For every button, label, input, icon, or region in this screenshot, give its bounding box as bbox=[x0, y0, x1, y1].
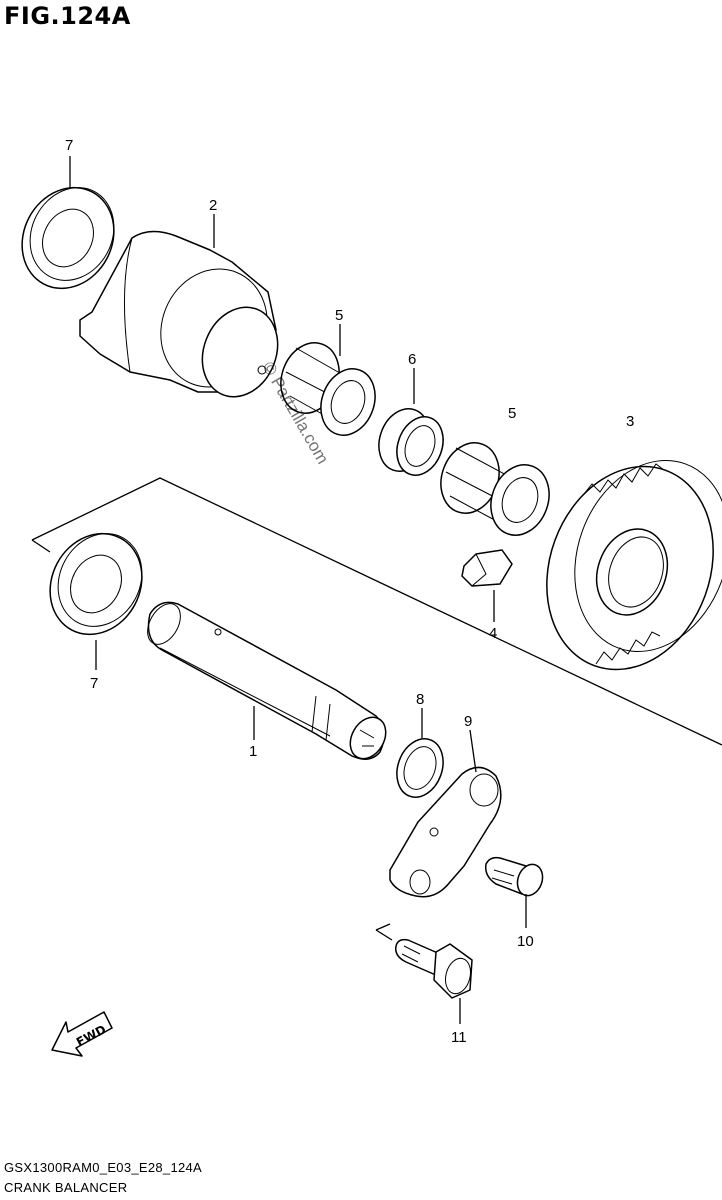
callout-8[interactable]: 8 bbox=[416, 691, 424, 708]
callout-5-lower[interactable]: 5 bbox=[508, 405, 516, 422]
callout-6[interactable]: 6 bbox=[408, 351, 416, 368]
spacer-ring[interactable] bbox=[371, 402, 451, 482]
oil-seal-lower[interactable] bbox=[33, 517, 160, 650]
diagram-code: GSX1300RAM0_E03_E28_124A bbox=[4, 1160, 203, 1175]
balancer-lever[interactable] bbox=[389, 766, 502, 898]
washer-ring[interactable] bbox=[389, 732, 451, 803]
callout-3[interactable]: 3 bbox=[626, 413, 634, 430]
assembly-frame bbox=[31, 477, 722, 941]
figure-title: FIG.124A bbox=[4, 2, 131, 30]
bolt-long[interactable] bbox=[394, 938, 475, 999]
callout-5-upper[interactable]: 5 bbox=[335, 307, 343, 324]
balancer-shaft[interactable] bbox=[141, 598, 393, 765]
leader-lines bbox=[69, 156, 527, 1024]
oil-seal-upper[interactable] bbox=[5, 171, 132, 304]
callout-4[interactable]: 4 bbox=[489, 625, 497, 642]
callout-7-lower[interactable]: 7 bbox=[90, 675, 98, 692]
callout-7-upper[interactable]: 7 bbox=[65, 137, 73, 154]
needle-bearing-lower[interactable] bbox=[431, 435, 558, 544]
bolt-small[interactable] bbox=[484, 856, 547, 900]
diagram-name: CRANK BALANCER bbox=[4, 1180, 128, 1195]
needle-bearing-upper[interactable] bbox=[271, 335, 384, 443]
callout-2[interactable]: 2 bbox=[209, 197, 217, 214]
callout-9[interactable]: 9 bbox=[464, 713, 472, 730]
callout-10[interactable]: 10 bbox=[517, 933, 534, 950]
callout-11[interactable]: 11 bbox=[451, 1029, 467, 1046]
callout-1[interactable]: 1 bbox=[249, 743, 257, 760]
balancer-weight[interactable] bbox=[79, 230, 291, 408]
fwd-arrow-icon: FWD bbox=[51, 1011, 113, 1057]
callout-labels: 7 2 5 6 5 3 4 7 1 8 9 10 11 bbox=[65, 137, 634, 1046]
balancer-gear[interactable] bbox=[519, 439, 722, 693]
woodruff-key[interactable] bbox=[461, 549, 513, 587]
